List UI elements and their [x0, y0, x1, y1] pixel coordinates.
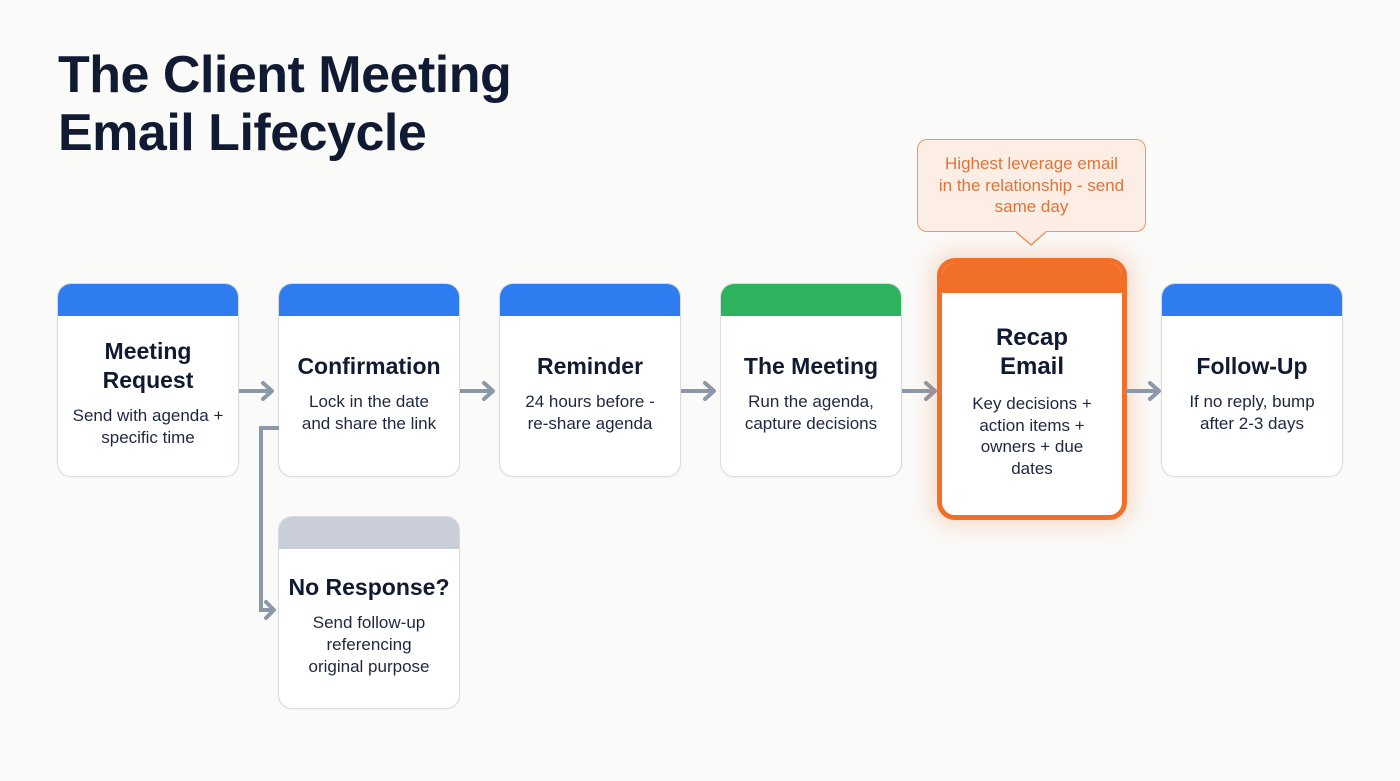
title-line-2: Email Lifecycle: [58, 104, 427, 162]
title-line-1: The Client Meeting: [58, 46, 512, 104]
step-title: Recap Email: [995, 324, 1069, 380]
step-header-bar: [279, 517, 459, 549]
step-header-bar: [500, 284, 680, 316]
arrow-right-icon: [239, 381, 274, 401]
step-card-the-meeting: The Meeting Run the agenda, capture deci…: [720, 283, 902, 477]
step-title: Confirmation: [297, 352, 441, 379]
step-description: Run the agenda, capture decisions: [744, 391, 878, 433]
step-header-bar: [721, 284, 901, 316]
step-header-bar: [942, 263, 1122, 293]
step-card-meeting-request: Meeting Request Send with agenda + speci…: [57, 283, 239, 477]
step-description: Send with agenda + specific time: [72, 406, 224, 447]
step-description: Lock in the date and share the link: [301, 391, 437, 433]
step-description: If no reply, bump after 2-3 days: [1189, 391, 1315, 433]
step-title: Reminder: [536, 352, 644, 379]
step-title: Follow-Up: [1196, 352, 1308, 379]
branch-card-no-response: No Response? Send follow-up referencing …: [278, 516, 460, 709]
step-description: Key decisions + action items + owners + …: [972, 394, 1092, 478]
branch-description: Send follow-up referencing original purp…: [308, 613, 430, 676]
step-header-bar: [1162, 284, 1342, 316]
step-card-recap-email: Recap Email Key decisions + action items…: [937, 258, 1127, 520]
step-card-reminder: Reminder 24 hours before - re-share agen…: [499, 283, 681, 477]
step-header-bar: [279, 284, 459, 316]
step-card-follow-up: Follow-Up If no reply, bump after 2-3 da…: [1161, 283, 1343, 477]
step-description: 24 hours before - re-share agenda: [525, 391, 655, 433]
arrow-right-icon: [460, 381, 495, 401]
caret-down-icon: [1016, 231, 1046, 246]
step-header-bar: [58, 284, 238, 316]
arrow-right-icon: [681, 381, 716, 401]
callout-text: Highest leverage email in the relationsh…: [938, 154, 1125, 217]
step-title: The Meeting: [743, 352, 879, 379]
callout-tooltip: Highest leverage email in the relationsh…: [917, 139, 1146, 232]
step-title: Meeting Request: [102, 338, 194, 393]
branch-title: No Response?: [288, 574, 450, 600]
page-title: The Client Meeting Email Lifecycle: [58, 46, 512, 162]
arrow-right-icon: [902, 381, 937, 401]
arrow-right-icon: [1126, 381, 1161, 401]
step-card-confirmation: Confirmation Lock in the date and share …: [278, 283, 460, 477]
